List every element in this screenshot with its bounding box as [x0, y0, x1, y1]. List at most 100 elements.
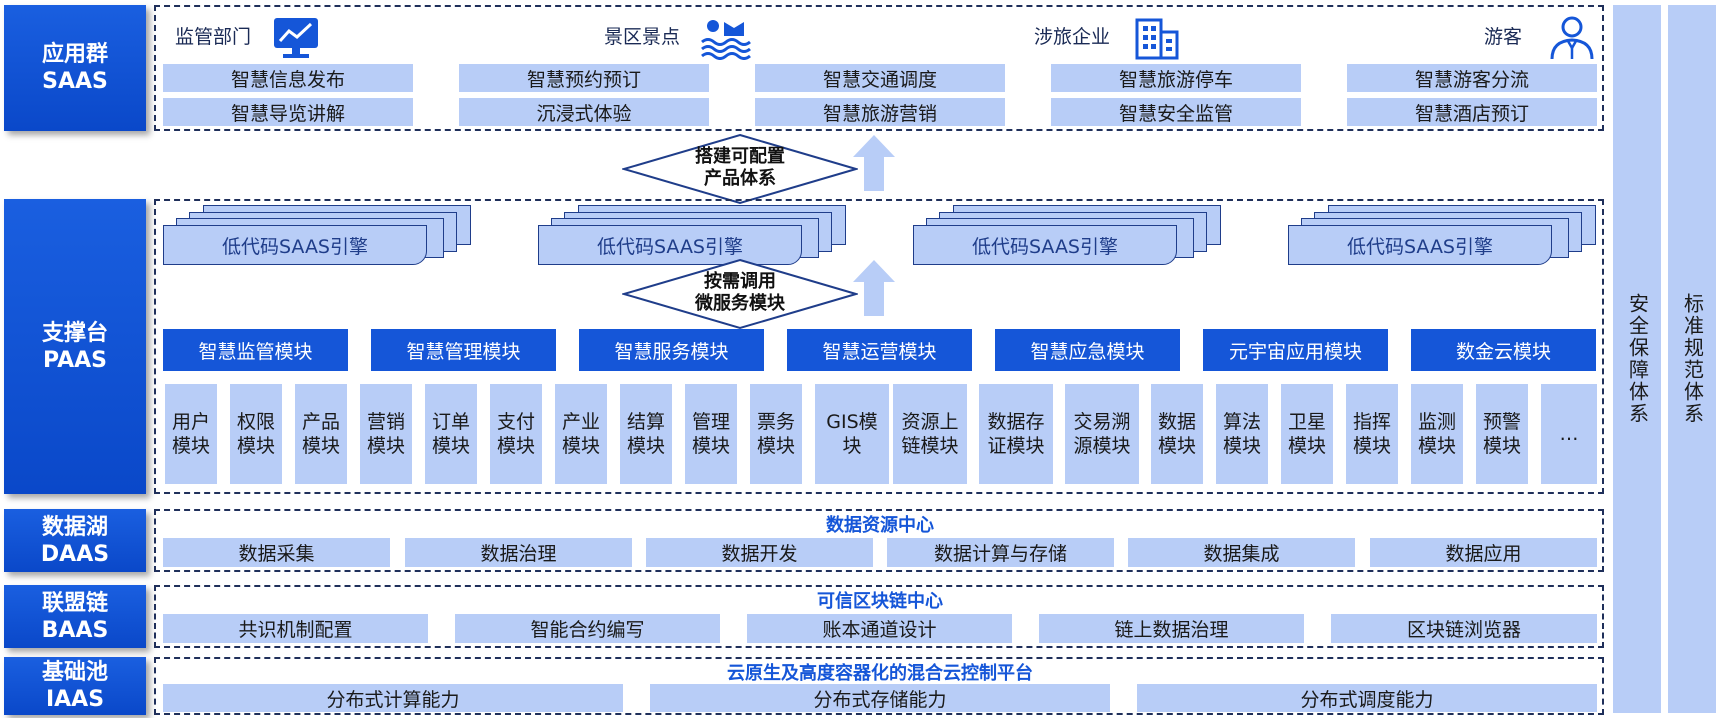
- engine-label: 低代码SAAS引擎: [1347, 235, 1493, 258]
- iaas-title: 云原生及高度容器化的混合云控制平台: [727, 663, 1033, 684]
- security-system-column: 安全保障体系: [1613, 5, 1661, 713]
- iaas-item-cell: 分布式计算能力: [163, 684, 623, 712]
- layer-label-paas-code: PAAS: [42, 347, 107, 373]
- submodule-cell: 管理模块: [685, 384, 737, 484]
- module-header: 智慧应急模块: [995, 329, 1180, 371]
- category-label-tourist: 游客: [1484, 26, 1523, 48]
- submodule-cell-more: …: [1541, 384, 1597, 484]
- module-header: 智慧监管模块: [163, 329, 348, 371]
- daas-item-cell: 数据开发: [646, 538, 873, 567]
- connector-text-mid-line1: 按需调用: [704, 271, 776, 292]
- submodule-cell: 支付模块: [490, 384, 542, 484]
- layer-label-iaas: 基础池 IAAS: [4, 657, 146, 715]
- saas-app-cell: 智慧旅游营销: [755, 98, 1005, 126]
- daas-item-cell: 数据应用: [1370, 538, 1597, 567]
- baas-item-cell: 链上数据治理: [1039, 614, 1304, 643]
- submodule-cell: 结算模块: [620, 384, 672, 484]
- submodule-cell: 数据模块: [1151, 384, 1203, 484]
- module-header: 智慧运营模块: [787, 329, 972, 371]
- layer-label-baas: 联盟链 BAAS: [4, 585, 146, 648]
- connector-text-top-line2: 产品体系: [704, 168, 776, 189]
- baas-title: 可信区块链中心: [817, 591, 943, 612]
- standard-system-column: 标准规范体系: [1668, 5, 1716, 713]
- category-label-enterprise: 涉旅企业: [1034, 26, 1111, 48]
- category-label-scenic: 景区景点: [604, 26, 681, 48]
- layer-label-paas-name: 支撑台: [41, 320, 108, 346]
- submodule-cell: 指挥模块: [1346, 384, 1398, 484]
- module-header: 智慧服务模块: [579, 329, 764, 371]
- engine-sheet-front: [538, 225, 802, 265]
- submodule-cell: 用户模块: [165, 384, 217, 484]
- iaas-frame: [154, 657, 1604, 715]
- person-icon: [1550, 16, 1594, 60]
- engine-label: 低代码SAAS引擎: [222, 235, 368, 258]
- baas-frame: [154, 585, 1604, 648]
- saas-app-cell: 智慧旅游停车: [1051, 64, 1301, 92]
- layer-label-daas-name: 数据湖: [41, 514, 108, 540]
- submodule-cell: 资源上链模块: [893, 384, 967, 484]
- baas-item-cell: 账本通道设计: [747, 614, 1012, 643]
- low-code-engine: 低代码SAAS引擎: [913, 205, 1223, 269]
- submodule-cell: 票务模块: [750, 384, 802, 484]
- saas-app-cell: 智慧酒店预订: [1347, 98, 1597, 126]
- submodule-cell: 算法模块: [1216, 384, 1268, 484]
- layer-label-saas: 应用群 SAAS: [4, 5, 146, 131]
- module-header: 数金云模块: [1411, 329, 1596, 371]
- saas-app-cell: 智慧交通调度: [755, 64, 1005, 92]
- iaas-item-cell: 分布式存储能力: [650, 684, 1110, 712]
- engine-sheet-front: [913, 225, 1177, 265]
- layer-label-baas-code: BAAS: [41, 617, 109, 643]
- layer-label-daas-code: DAAS: [40, 541, 110, 567]
- connector-text-top: 搭建可配置 产品体系: [680, 146, 800, 190]
- submodule-cell: 监测模块: [1411, 384, 1463, 484]
- submodule-cell: 订单模块: [425, 384, 477, 484]
- saas-app-cell: 智慧导览讲解: [163, 98, 413, 126]
- layer-label-saas-name: 应用群: [41, 42, 108, 67]
- layer-label-saas-code: SAAS: [42, 69, 108, 94]
- low-code-engine: 低代码SAAS引擎: [163, 205, 473, 269]
- category-label-regulator: 监管部门: [175, 26, 252, 48]
- submodule-cell: 产品模块: [295, 384, 347, 484]
- low-code-engine: 低代码SAAS引擎: [538, 205, 848, 269]
- connector-diamond-mid: [622, 258, 858, 330]
- connector-text-mid-line2: 微服务模块: [695, 293, 785, 314]
- submodule-cell: 权限模块: [230, 384, 282, 484]
- daas-item-cell: 数据集成: [1128, 538, 1355, 567]
- submodule-cell: 数据存证模块: [979, 384, 1053, 484]
- saas-frame: [154, 5, 1604, 131]
- engine-label: 低代码SAAS引擎: [597, 235, 743, 258]
- layer-label-baas-name: 联盟链: [41, 590, 108, 616]
- submodule-cell: 营销模块: [360, 384, 412, 484]
- daas-item-cell: 数据采集: [163, 538, 390, 567]
- daas-title: 数据资源中心: [826, 515, 934, 536]
- submodule-cell: 产业模块: [555, 384, 607, 484]
- saas-app-cell: 沉浸式体验: [459, 98, 709, 126]
- saas-app-cell: 智慧信息发布: [163, 64, 413, 92]
- module-header: 元宇宙应用模块: [1203, 329, 1388, 371]
- connector-text-mid: 按需调用 微服务模块: [680, 271, 800, 315]
- arrow-up-icon: [853, 260, 895, 316]
- submodule-cell: 卫星模块: [1281, 384, 1333, 484]
- layer-label-paas: 支撑台 PAAS: [4, 199, 146, 494]
- connector-text-top-line1: 搭建可配置: [695, 146, 785, 167]
- layer-label-iaas-code: IAAS: [45, 687, 105, 712]
- arrow-up-icon: [853, 135, 895, 191]
- monitor-chart-icon: [274, 18, 318, 58]
- baas-item-cell: 共识机制配置: [163, 614, 428, 643]
- connector-diamond-top: [622, 133, 858, 205]
- daas-item-cell: 数据计算与存储: [887, 538, 1114, 567]
- iaas-item-cell: 分布式调度能力: [1137, 684, 1597, 712]
- submodule-cell: 交易溯源模块: [1065, 384, 1139, 484]
- building-icon: [1135, 18, 1179, 60]
- paas-frame: [154, 199, 1604, 494]
- engine-label: 低代码SAAS引擎: [972, 235, 1118, 258]
- saas-app-cell: 智慧安全监管: [1051, 98, 1301, 126]
- submodule-cell: GIS模块: [815, 384, 889, 484]
- submodule-cell: 预警模块: [1476, 384, 1528, 484]
- baas-item-cell: 智能合约编写: [455, 614, 720, 643]
- layer-label-daas: 数据湖 DAAS: [4, 509, 146, 572]
- layer-label-iaas-name: 基础池: [41, 660, 108, 685]
- saas-app-cell: 智慧预约预订: [459, 64, 709, 92]
- scenic-waves-icon: [701, 20, 751, 60]
- module-header: 智慧管理模块: [371, 329, 556, 371]
